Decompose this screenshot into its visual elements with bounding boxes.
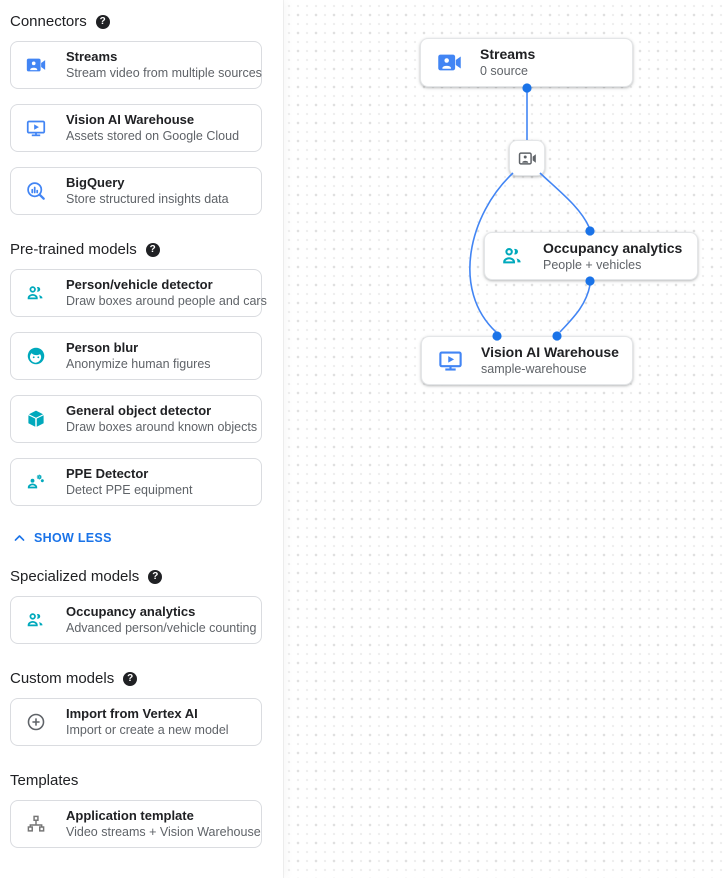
card-vision-ai-warehouse[interactable]: Vision AI Warehouse Assets stored on Goo… <box>10 104 262 152</box>
edge-layer <box>469 83 595 341</box>
card-subtitle: Stream video from multiple sources <box>66 66 262 80</box>
card-title: PPE Detector <box>66 466 149 481</box>
card-import-from-vertex-ai[interactable]: Import from Vertex AI Import or create a… <box>10 698 262 746</box>
card-subtitle: Draw boxes around people and cars <box>66 294 267 308</box>
card-title: Person/vehicle detector <box>66 277 213 292</box>
card-subtitle: Draw boxes around known objects <box>66 420 258 434</box>
face-icon <box>25 345 47 367</box>
node-title: Vision AI Warehouse <box>481 344 619 360</box>
warehouse-monitor-play-icon <box>437 347 464 374</box>
card-title: BigQuery <box>66 175 125 190</box>
warehouse-monitor-play-icon <box>25 117 47 139</box>
section-title: Specialized models <box>10 568 140 585</box>
card-title: Import from Vertex AI <box>66 706 198 721</box>
section-title: Templates <box>10 772 79 789</box>
card-subtitle: Advanced person/vehicle counting <box>66 621 257 635</box>
help-icon[interactable]: ? <box>148 569 163 584</box>
graph-canvas[interactable]: Streams 0 source Occupancy analytics Peo… <box>283 0 725 878</box>
show-less-label: SHOW LESS <box>34 531 112 545</box>
card-title: General object detector <box>66 403 212 418</box>
video-camera-icon <box>25 54 47 76</box>
edge-occupancy-to-warehouse <box>559 284 591 333</box>
people-icon <box>25 609 47 631</box>
help-icon[interactable]: ? <box>145 242 160 257</box>
node-subtitle: People + vehicles <box>543 257 642 272</box>
card-subtitle: Anonymize human figures <box>66 357 211 371</box>
card-occupancy-analytics[interactable]: Occupancy analytics Advanced person/vehi… <box>10 596 262 644</box>
card-application-template[interactable]: Application template Video streams + Vis… <box>10 800 262 848</box>
card-title: Person blur <box>66 340 139 355</box>
card-subtitle: Detect PPE equipment <box>66 483 193 497</box>
show-less-button[interactable]: SHOW LESS <box>12 530 273 546</box>
section-title: Pre-trained models <box>10 241 137 258</box>
section-header-specialized-models: Specialized models ? <box>10 568 273 585</box>
cube-icon <box>25 408 47 430</box>
section-header-pretrained-models: Pre-trained models ? <box>10 241 273 258</box>
card-subtitle: Import or create a new model <box>66 723 229 737</box>
video-camera-icon <box>517 148 538 169</box>
node-title: Streams <box>480 46 536 62</box>
card-title: Application template <box>66 808 194 823</box>
node-title: Occupancy analytics <box>543 239 683 256</box>
section-header-connectors: Connectors ? <box>10 13 273 30</box>
card-bigquery[interactable]: BigQuery Store structured insights data <box>10 167 262 215</box>
card-title: Vision AI Warehouse <box>66 112 195 127</box>
video-camera-icon <box>436 49 463 76</box>
node-occupancy-analytics[interactable]: Occupancy analytics People + vehicles <box>484 232 698 280</box>
node-vision-ai-warehouse[interactable]: Vision AI Warehouse sample-warehouse <box>421 336 633 385</box>
card-streams[interactable]: Streams Stream video from multiple sourc… <box>10 41 262 89</box>
card-subtitle: Video streams + Vision Warehouse <box>66 825 261 839</box>
tree-hierarchy-icon <box>25 813 47 835</box>
plus-circle-icon <box>25 711 47 733</box>
people-icon <box>500 243 526 269</box>
node-streams[interactable]: Streams 0 source <box>420 38 633 87</box>
card-subtitle: Store structured insights data <box>66 192 229 206</box>
card-subtitle: Assets stored on Google Cloud <box>66 129 240 143</box>
chevron-up-icon <box>12 531 27 546</box>
card-person-blur[interactable]: Person blur Anonymize human figures <box>10 332 262 380</box>
card-title: Streams <box>66 49 118 64</box>
card-general-object-detector[interactable]: General object detector Draw boxes aroun… <box>10 395 262 443</box>
card-person-vehicle-detector[interactable]: Person/vehicle detector Draw boxes aroun… <box>10 269 267 317</box>
edge-mini-to-occupancy <box>539 172 590 228</box>
component-palette-sidebar: Connectors ? Streams Stream video from m… <box>0 0 283 878</box>
node-stream-source-mini[interactable] <box>509 140 545 176</box>
help-icon[interactable]: ? <box>95 14 110 29</box>
bigquery-magnifier-chart-icon <box>25 180 47 202</box>
card-title: Occupancy analytics <box>66 604 196 619</box>
section-title: Connectors <box>10 13 87 30</box>
help-icon[interactable]: ? <box>123 671 138 686</box>
section-title: Custom models <box>10 670 115 687</box>
node-subtitle: sample-warehouse <box>481 362 587 376</box>
section-header-templates: Templates <box>10 772 273 789</box>
person-gear-icon <box>25 471 47 493</box>
section-header-custom-models: Custom models ? <box>10 670 273 687</box>
card-ppe-detector[interactable]: PPE Detector Detect PPE equipment <box>10 458 262 506</box>
people-icon <box>25 282 47 304</box>
node-subtitle: 0 source <box>480 64 528 78</box>
